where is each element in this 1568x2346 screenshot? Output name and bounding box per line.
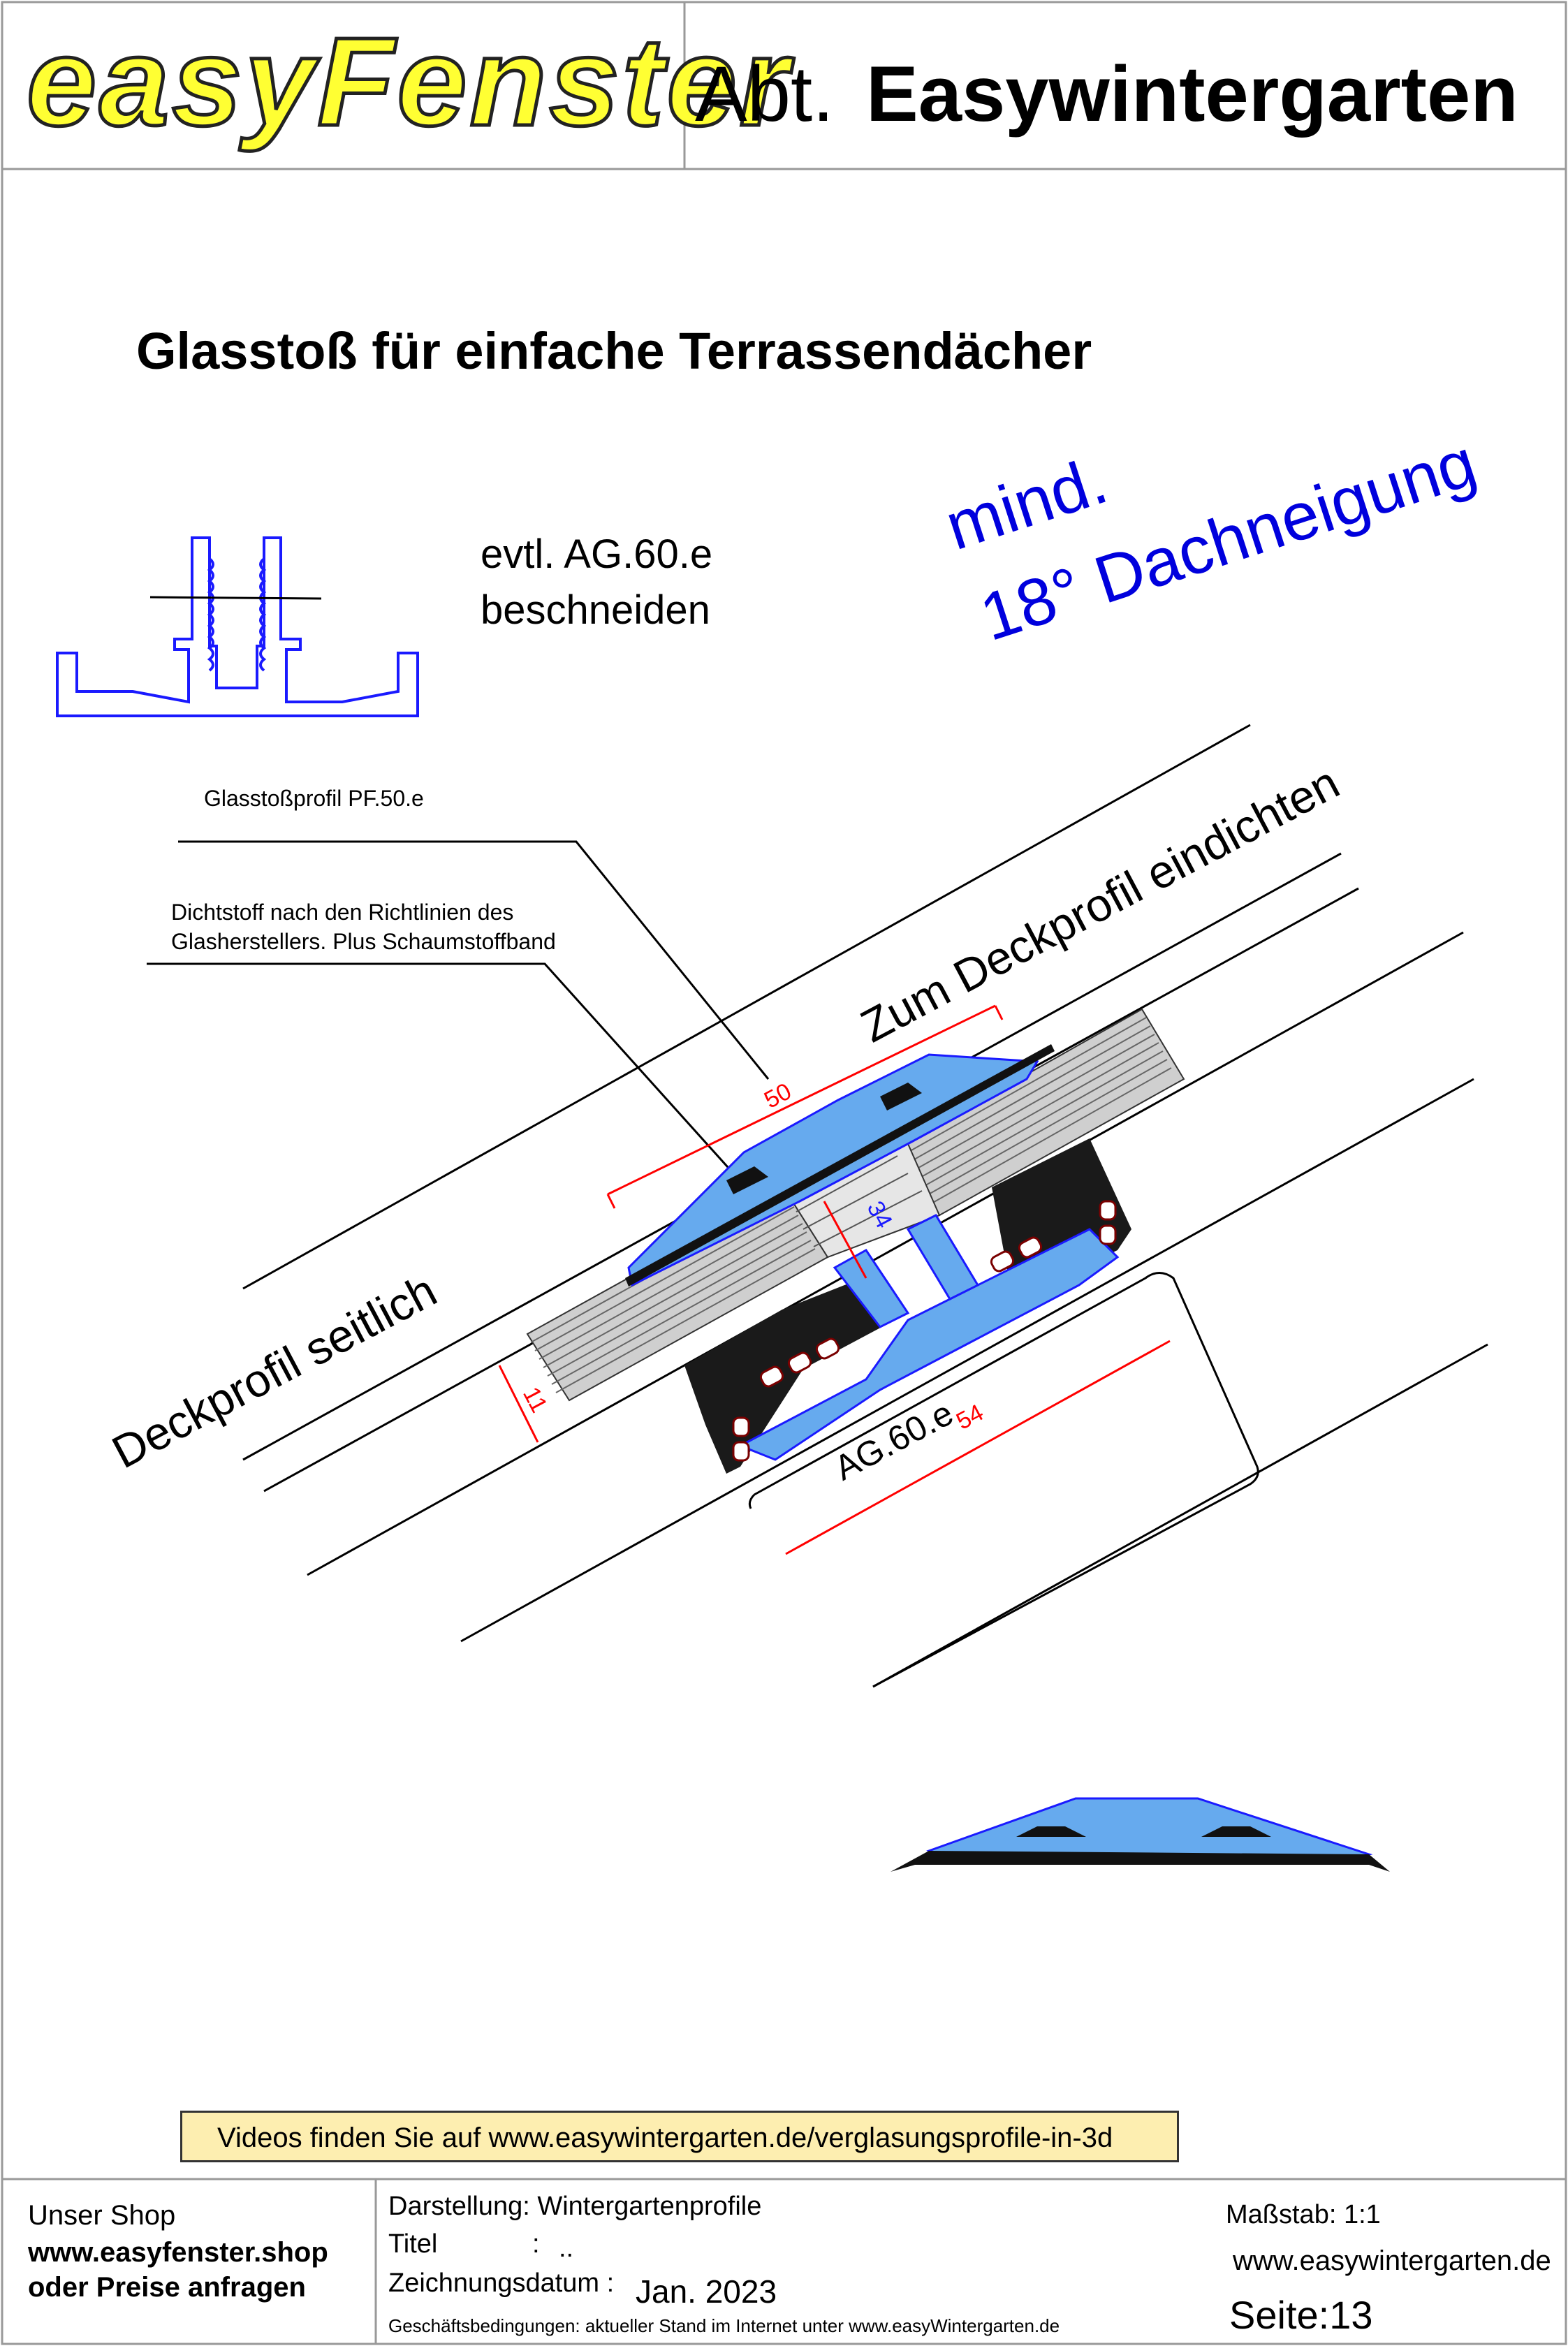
shop-request: oder Preise anfragen bbox=[28, 2272, 306, 2303]
datum-value: Jan. 2023 bbox=[636, 2273, 777, 2310]
label-pf50: Glasstoßprofil PF.50.e bbox=[204, 786, 424, 811]
videos-banner-text: Videos finden Sie auf www.easywintergart… bbox=[217, 2123, 1113, 2153]
note-trim-line1: evtl. AG.60.e bbox=[481, 531, 713, 577]
label-seal-line1: Dichtstoff nach den Richtlinien des bbox=[171, 900, 514, 925]
rafter-outline bbox=[748, 1272, 1259, 1688]
department-name: Easywintergarten bbox=[866, 50, 1518, 138]
shop-url[interactable]: www.easyfenster.shop bbox=[28, 2237, 328, 2268]
leader-lines bbox=[147, 840, 770, 1175]
site-url[interactable]: www.easywintergarten.de bbox=[1233, 2245, 1551, 2276]
ag60-mount-assembly bbox=[684, 1138, 1131, 1474]
department-prefix: Abt. bbox=[695, 50, 835, 138]
glass-pane-right bbox=[900, 1008, 1185, 1217]
dimension-lines bbox=[498, 1004, 1171, 1555]
page-title: Glasstoß für einfache Terrassendächer bbox=[136, 322, 1092, 380]
cover-profile-pf50 bbox=[625, 1044, 1055, 1287]
scale: Maßstab: 1:1 bbox=[1226, 2200, 1381, 2229]
ag60-profile-icon bbox=[56, 536, 419, 717]
shop-label: Unser Shop bbox=[28, 2200, 176, 2231]
label-seal-line2: Glasherstellers. Plus Schaumstoffband bbox=[171, 929, 556, 954]
datum-label: Zeichnungsdatum : bbox=[388, 2268, 615, 2298]
logo: easyFenster bbox=[25, 12, 791, 152]
titel-value: .. bbox=[559, 2234, 574, 2263]
titel-label: Titel bbox=[388, 2229, 438, 2259]
note-trim-line2: beschneiden bbox=[481, 587, 710, 633]
page-number: Seite:13 bbox=[1229, 2293, 1373, 2337]
titel-colon: : bbox=[532, 2229, 540, 2259]
videos-banner: Videos finden Sie auf www.easywintergart… bbox=[180, 2111, 1179, 2162]
terms: Geschäftsbedingungen: aktueller Stand im… bbox=[388, 2315, 1060, 2336]
darstellung: Darstellung: Wintergartenprofile bbox=[388, 2192, 762, 2221]
cover-profile-detail bbox=[891, 1797, 1390, 1872]
